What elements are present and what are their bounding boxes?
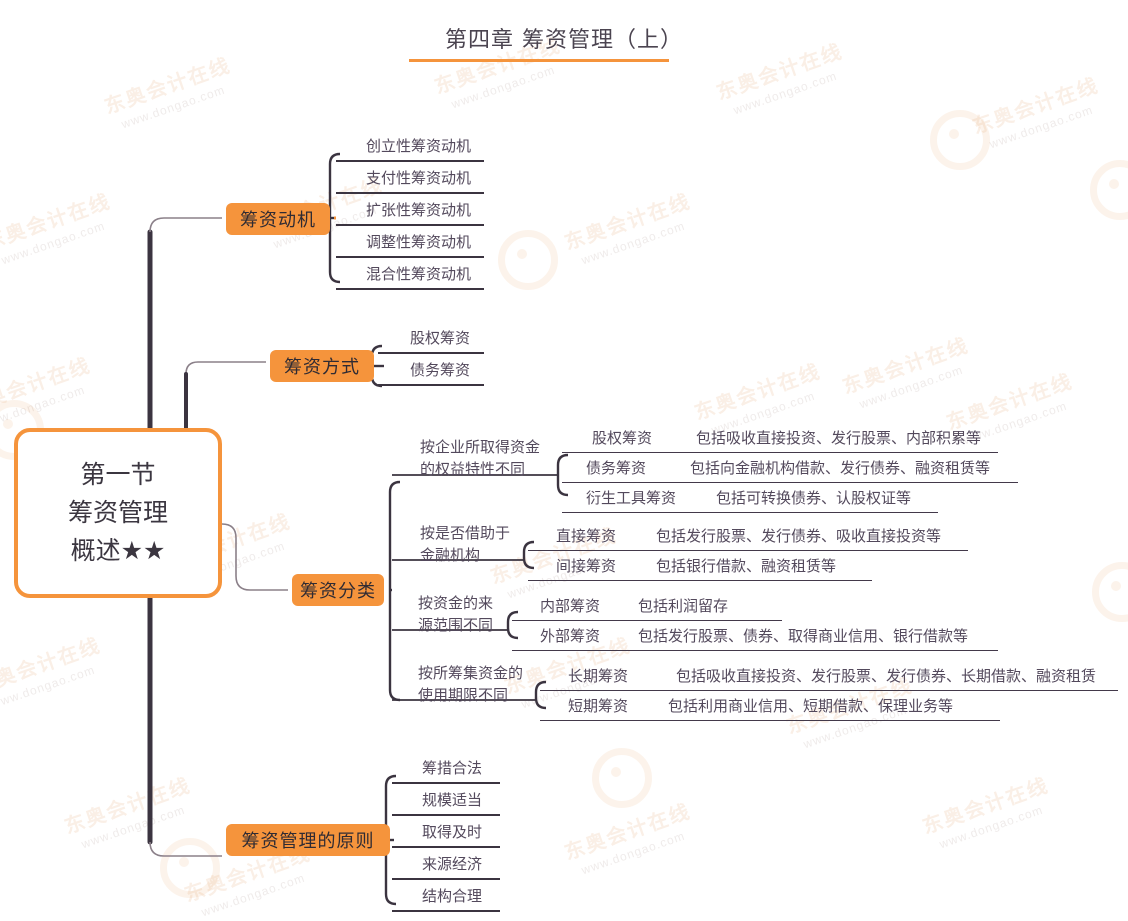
branch-node-principles[interactable]: 筹资管理的原则 <box>226 824 390 856</box>
subitem-underline <box>540 720 1000 722</box>
page-title: 第四章 筹资管理（上） <box>445 28 683 53</box>
subitem-underline <box>562 512 938 514</box>
watermark-url: www.dongao.com <box>0 218 107 268</box>
leaf-item[interactable]: 混合性筹资动机 <box>366 265 472 283</box>
watermark-url: www.dongao.com <box>119 82 227 132</box>
leaf-item[interactable]: 筹措合法 <box>422 759 483 777</box>
branch-node-label: 筹资管理的原则 <box>241 831 375 852</box>
leaf-item[interactable]: 扩张性筹资动机 <box>366 201 472 219</box>
category-label[interactable]: 按是否借助于 金融机构 <box>420 524 511 564</box>
leaf-underline <box>392 846 500 848</box>
watermark-text: 东奥会计在线 <box>0 188 114 255</box>
leaf-item[interactable]: 取得及时 <box>422 823 483 841</box>
leaf-underline <box>392 878 500 880</box>
leaf-item[interactable]: 债务筹资 <box>410 361 471 379</box>
subitem-name[interactable]: 短期筹资 <box>568 697 629 715</box>
watermark-url: www.dongao.com <box>0 662 97 712</box>
subitem-name[interactable]: 债务筹资 <box>586 459 647 477</box>
leaf-underline <box>336 192 484 194</box>
subitem-name[interactable]: 间接筹资 <box>556 557 617 575</box>
branch-node-label: 筹资方式 <box>284 357 360 378</box>
watermark-text: 东奥会计在线 <box>0 632 104 699</box>
watermark-url: www.dongao.com <box>857 362 965 412</box>
watermark-url: www.dongao.com <box>579 218 687 268</box>
subitem-desc[interactable]: 包括利润留存 <box>638 597 729 615</box>
subitem-name[interactable]: 长期筹资 <box>568 667 629 685</box>
leaf-underline <box>392 814 500 816</box>
branch-node-label: 筹资分类 <box>300 581 376 602</box>
leaf-underline <box>378 384 484 386</box>
subitem-desc[interactable]: 包括可转换债券、认股权证等 <box>716 489 912 507</box>
title-underline <box>409 59 669 62</box>
watermark-url: www.dongao.com <box>0 382 87 432</box>
subitem-underline <box>528 550 968 552</box>
subitem-desc[interactable]: 包括发行股票、发行债券、吸收直接投资等 <box>656 527 942 545</box>
watermark-text: 东奥会计在线 <box>561 188 694 255</box>
leaf-item[interactable]: 结构合理 <box>422 887 483 905</box>
branch-node-label: 筹资动机 <box>240 210 316 231</box>
watermark-url: www.dongao.com <box>579 828 687 878</box>
leaf-item[interactable]: 来源经济 <box>422 855 483 873</box>
branch-node-method[interactable]: 筹资方式 <box>270 350 374 382</box>
subitem-underline <box>512 650 998 652</box>
subitem-desc[interactable]: 包括利用商业信用、短期借款、保理业务等 <box>668 697 954 715</box>
watermark-url: www.dongao.com <box>731 68 839 118</box>
watermark-text: 东奥会计在线 <box>943 368 1076 435</box>
leaf-underline <box>392 910 500 912</box>
watermark-url: www.dongao.com <box>987 102 1095 152</box>
subitem-desc[interactable]: 包括银行借款、融资租赁等 <box>656 557 837 575</box>
watermark-url: www.dongao.com <box>449 62 557 112</box>
leaf-item[interactable]: 股权筹资 <box>410 329 471 347</box>
branch-node-motivation[interactable]: 筹资动机 <box>226 203 330 235</box>
leaf-underline <box>392 782 500 784</box>
subitem-name[interactable]: 直接筹资 <box>556 527 617 545</box>
subitem-underline <box>528 580 872 582</box>
leaf-item[interactable]: 调整性筹资动机 <box>366 233 472 251</box>
watermark-url: www.dongao.com <box>937 802 1045 852</box>
subitem-underline <box>512 620 782 622</box>
subitem-desc[interactable]: 包括吸收直接投资、发行股票、内部积累等 <box>696 429 982 447</box>
root-node[interactable]: 第一节 筹资管理 概述★★ <box>14 428 222 598</box>
leaf-item[interactable]: 创立性筹资动机 <box>366 137 472 155</box>
watermark-text: 东奥会计在线 <box>691 358 824 425</box>
watermark-text: 东奥会计在线 <box>919 772 1052 839</box>
subitem-underline <box>562 452 998 454</box>
page-title-wrapper: 第四章 筹资管理（上） <box>0 22 1128 54</box>
category-label[interactable]: 按所筹集资金的 使用期限不同 <box>418 664 524 704</box>
subitem-desc[interactable]: 包括向金融机构借款、发行债券、融资租赁等 <box>690 459 991 477</box>
watermark-text: 东奥会计在线 <box>101 52 234 119</box>
leaf-underline <box>378 352 484 354</box>
watermark-url: www.dongao.com <box>79 802 187 852</box>
watermark-text: 东奥会计在线 <box>0 352 94 419</box>
subitem-name[interactable]: 外部筹资 <box>540 627 601 645</box>
subitem-name[interactable]: 衍生工具筹资 <box>586 489 677 507</box>
leaf-underline <box>336 224 484 226</box>
watermark-text: 东奥会计在线 <box>839 332 972 399</box>
subitem-desc[interactable]: 包括吸收直接投资、发行股票、发行债券、长期借款、融资租赁 <box>676 667 1097 685</box>
subitem-desc[interactable]: 包括发行股票、债券、取得商业信用、银行借款等 <box>638 627 969 645</box>
watermark-text: 东奥会计在线 <box>969 72 1102 139</box>
subitem-name[interactable]: 股权筹资 <box>592 429 653 447</box>
subitem-name[interactable]: 内部筹资 <box>540 597 601 615</box>
leaf-item[interactable]: 规模适当 <box>422 791 483 809</box>
watermark-url: www.dongao.com <box>199 870 307 920</box>
leaf-item[interactable]: 支付性筹资动机 <box>366 169 472 187</box>
category-label[interactable]: 按资金的来 源范围不同 <box>418 594 494 634</box>
subitem-underline <box>562 482 1018 484</box>
leaf-underline <box>336 160 484 162</box>
leaf-underline <box>336 256 484 258</box>
branch-node-classification[interactable]: 筹资分类 <box>292 574 384 606</box>
category-label[interactable]: 按企业所取得资金 的权益特性不同 <box>420 438 541 478</box>
root-node-label: 第一节 筹资管理 概述★★ <box>67 460 168 565</box>
watermark-text: 东奥会计在线 <box>61 772 194 839</box>
watermark-text: 东奥会计在线 <box>561 798 694 865</box>
subitem-underline <box>540 690 1118 692</box>
leaf-underline <box>336 288 484 290</box>
